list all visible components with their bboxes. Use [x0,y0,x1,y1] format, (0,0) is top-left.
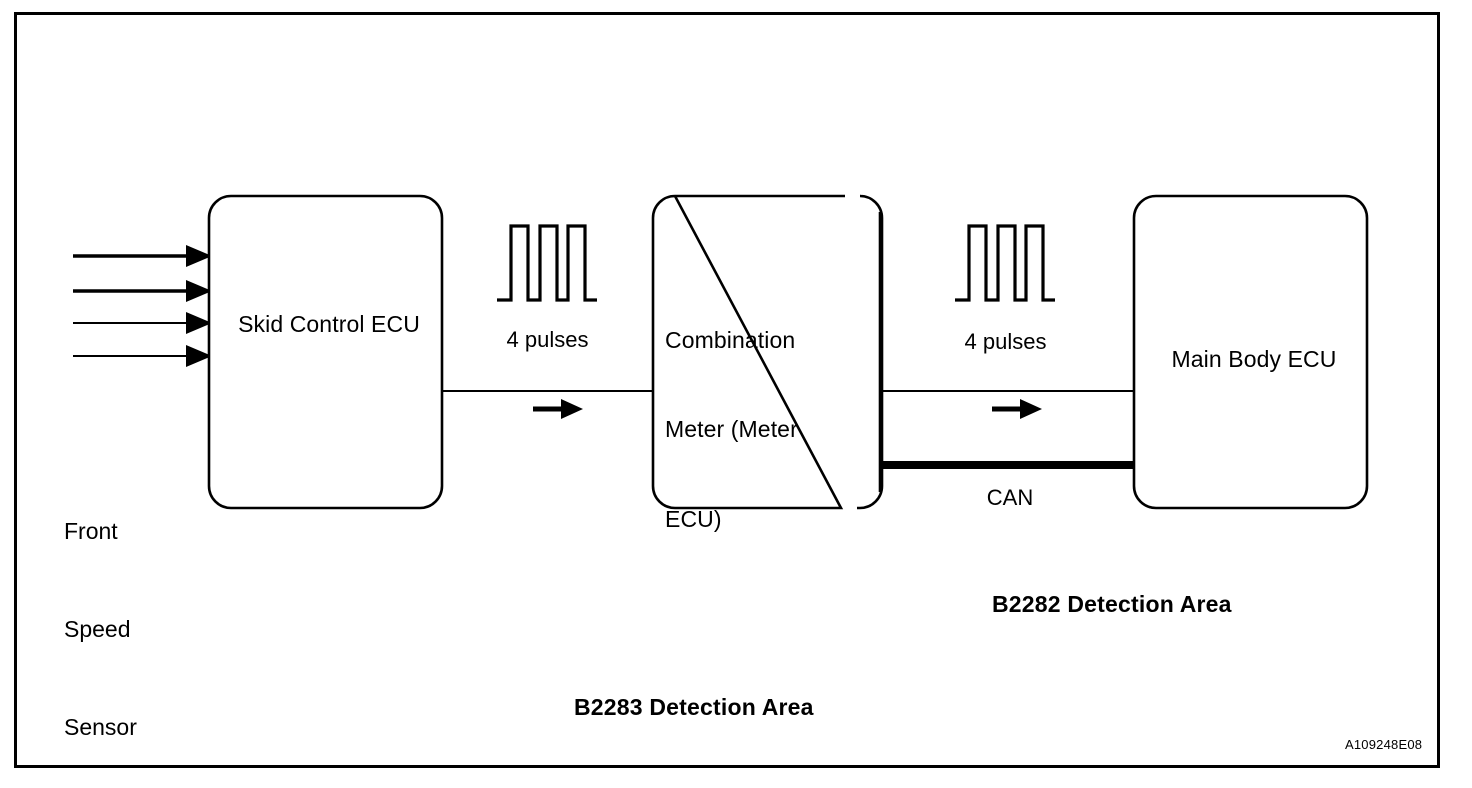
connector-meter-to-main-body [880,390,1135,419]
pulse-waveform-left [497,224,597,302]
skid-control-ecu-box [207,194,444,510]
main-body-ecu-label: Main Body ECU [1171,346,1337,372]
pulse-label-left: 4 pulses [506,327,589,352]
combination-meter-box [651,194,884,510]
figure-code-watermark: A109248E08 [1345,737,1423,752]
combination-meter-label-line-1: Combination [665,326,796,353]
front-speed-sensor-label-line-2: Speed [64,616,131,643]
input-arrow-3 [73,312,212,334]
pulse-label-right: 4 pulses [964,329,1047,354]
flow-arrow-left [533,399,583,419]
skid-control-ecu-label: Skid Control ECU [238,311,420,337]
front-speed-sensor-input-arrows [73,245,212,367]
front-speed-sensor-label-line-1: Front [64,518,118,545]
combination-meter-label: Combination Meter (Meter ECU) [665,266,870,595]
b2283-detection-area-label: B2283 Detection Area [574,694,814,720]
main-body-ecu-box [1132,194,1369,510]
flow-arrow-right [992,399,1042,419]
connector-skid-to-meter [442,390,653,419]
input-arrow-2 [73,280,212,302]
combination-meter-label-line-2: Meter (Meter [665,416,798,443]
combination-meter-label-line-3: ECU) [665,506,722,533]
input-arrow-1 [73,245,212,267]
input-arrow-4 [73,345,212,367]
b2282-detection-area-label: B2282 Detection Area [992,591,1232,617]
front-speed-sensor-label: Front Speed Sensor [64,450,214,788]
can-bus-label: CAN [986,485,1034,510]
pulse-waveform-right [955,224,1055,302]
front-speed-sensor-label-line-3: Sensor [64,714,137,741]
